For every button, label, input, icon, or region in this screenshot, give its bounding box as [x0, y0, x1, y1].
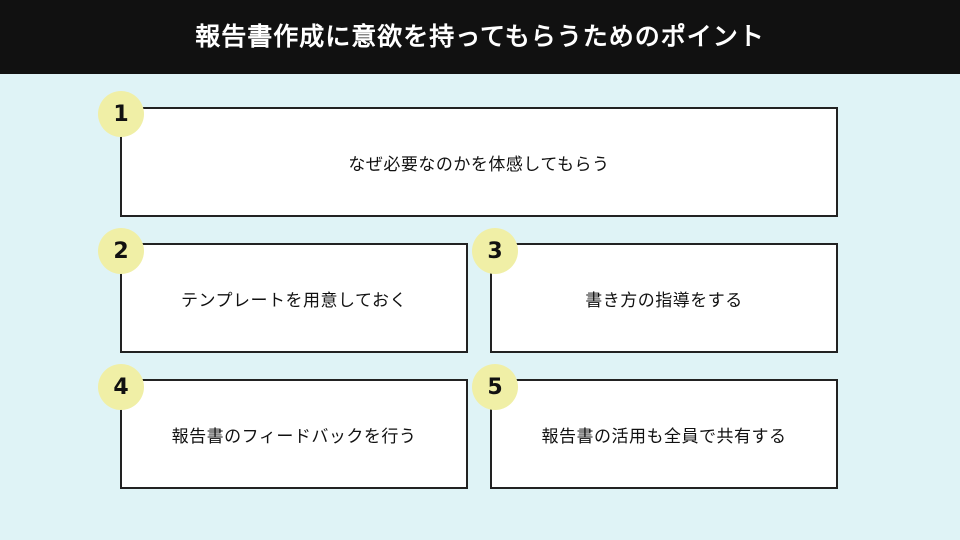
point-label-4: 報告書のフィードバックを行う: [171, 426, 417, 447]
point-label-5: 報告書の活用も全員で共有する: [541, 426, 787, 447]
point-number-badge-3: 3: [472, 228, 518, 274]
point-label-3: 書き方の指導をする: [585, 290, 743, 311]
point-card-1: なぜ必要なのかを体感してもらう: [120, 107, 838, 217]
point-label-1: なぜ必要なのかを体感してもらう: [348, 154, 610, 175]
point-card-4: 報告書のフィードバックを行う: [120, 379, 468, 489]
point-card-5: 報告書の活用も全員で共有する: [490, 379, 838, 489]
header-bar: 報告書作成に意欲を持ってもらうためのポイント: [0, 0, 960, 74]
point-card-2: テンプレートを用意しておく: [120, 243, 468, 353]
page-title: 報告書作成に意欲を持ってもらうためのポイント: [195, 22, 765, 51]
point-number-badge-4: 4: [98, 364, 144, 410]
point-card-3: 書き方の指導をする: [490, 243, 838, 353]
point-label-2: テンプレートを用意しておく: [181, 290, 407, 311]
point-number-badge-1: 1: [98, 91, 144, 137]
point-number-badge-2: 2: [98, 228, 144, 274]
point-number-badge-5: 5: [472, 364, 518, 410]
